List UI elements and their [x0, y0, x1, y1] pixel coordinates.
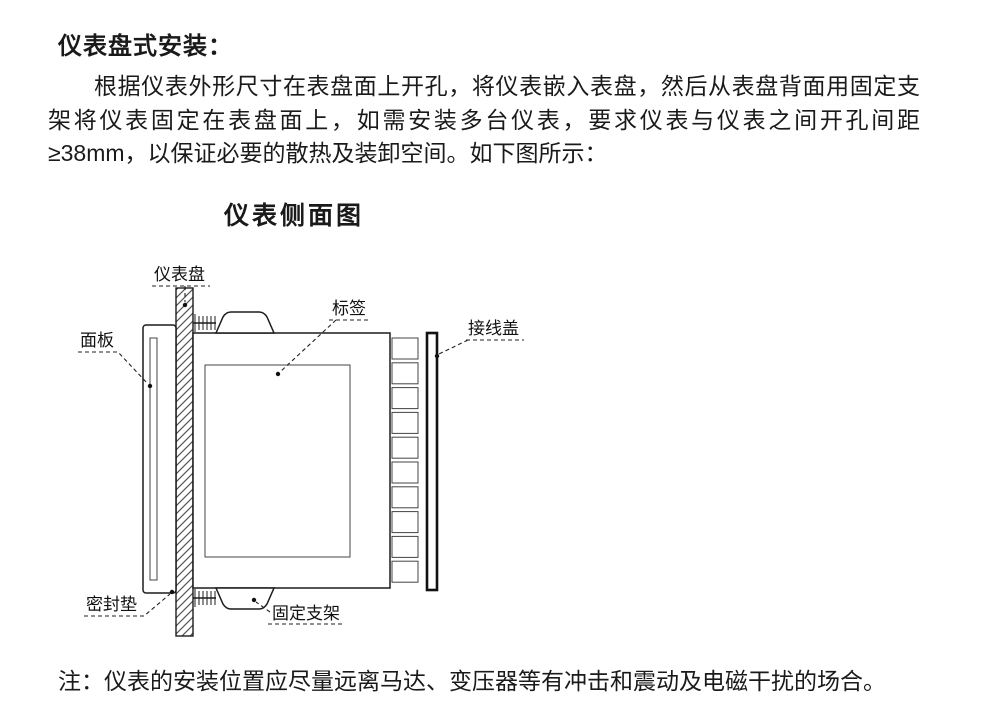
- body-paragraph: 根据仪表外形尺寸在表盘面上开孔，将仪表嵌入表盘，然后从表盘背面用固定支架将仪表固…: [48, 73, 920, 166]
- tag-area: [204, 364, 351, 558]
- leader-bracket: [255, 601, 344, 625]
- label-tag: 标签: [332, 299, 366, 318]
- leader-dot-tag: [275, 371, 281, 377]
- label-wiring-cover: 接线盖: [468, 319, 519, 338]
- mounting-panel-hatch: [175, 287, 194, 637]
- terminal-block: [391, 337, 419, 583]
- bottom-bracket: [214, 587, 276, 610]
- leader-front-bezel: [78, 351, 149, 385]
- note-text: 注：仪表的安装位置应尽量远离马达、变压器等有冲击和震动及电磁干扰的场合。: [58, 668, 886, 694]
- leader-tag: [279, 319, 370, 373]
- top-screw-threads: [194, 314, 216, 332]
- bottom-screw-threads: [194, 589, 216, 607]
- label-front-bezel: 面板: [80, 331, 114, 350]
- leader-gasket: [84, 593, 171, 617]
- diagram-title: 仪表侧面图: [224, 203, 365, 230]
- top-bracket: [214, 311, 276, 334]
- front-bezel: [142, 324, 177, 594]
- side-view-diagram: 仪表盘 面板 标签 接线盖 密封垫 固定支架: [78, 265, 524, 637]
- leader-dot-bracket: [251, 597, 257, 603]
- front-bezel-slot: [149, 337, 158, 581]
- section-title: 仪表盘式安装：: [58, 33, 233, 60]
- leader-dot-front-bezel: [147, 383, 153, 389]
- wiring-cover-bar: [425, 331, 439, 592]
- leader-dot-mounting-panel: [182, 302, 188, 308]
- leader-dot-wiring-cover: [434, 353, 440, 359]
- leader-mounting-panel: [152, 285, 210, 302]
- leader-wiring-cover: [438, 339, 524, 355]
- label-bracket: 固定支架: [272, 604, 340, 623]
- leader-dot-gasket: [169, 589, 175, 595]
- label-gasket: 密封垫: [86, 595, 137, 614]
- label-mounting-panel: 仪表盘: [154, 265, 205, 284]
